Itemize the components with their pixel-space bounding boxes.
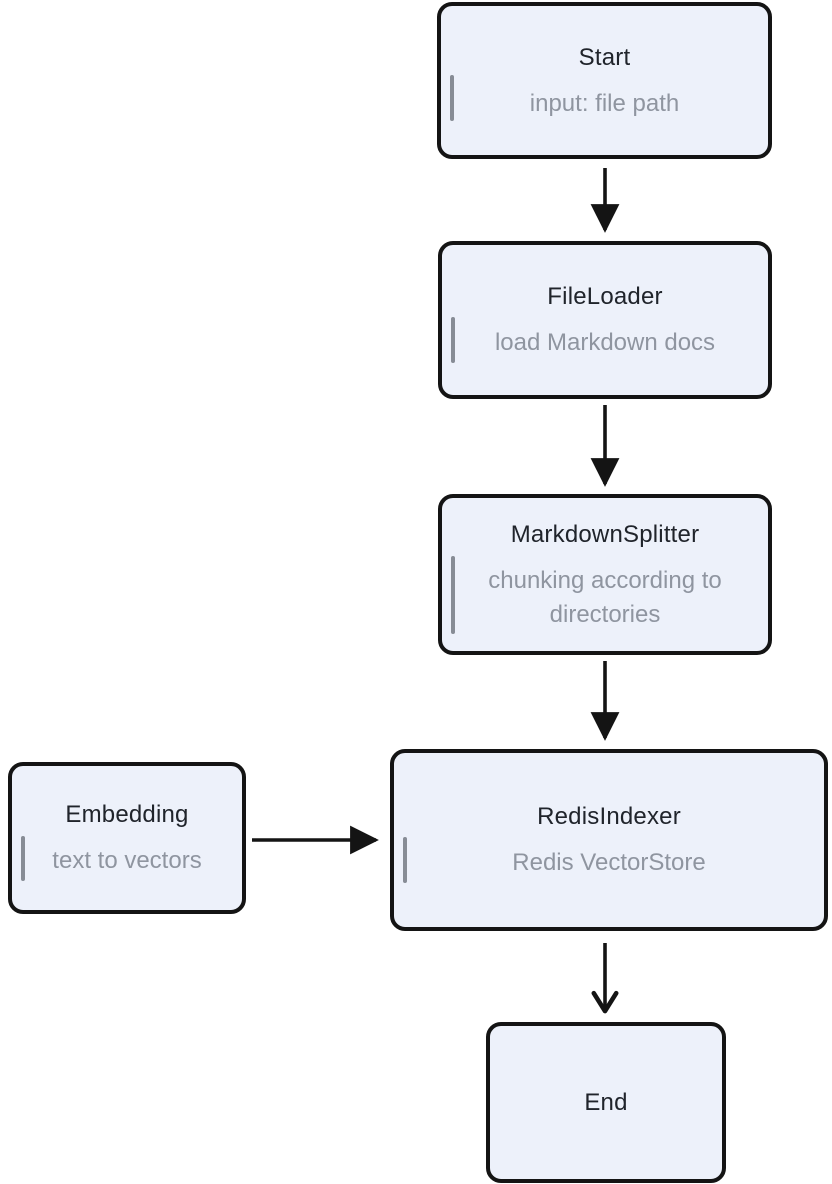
node-subtitle: load Markdown docs [494,329,716,356]
node-markdownsplitter[interactable]: MarkdownSplitter chunking according to d… [438,494,772,655]
node-redisindexer[interactable]: RedisIndexer Redis VectorStore [390,749,828,931]
node-title: FileLoader [547,283,663,310]
input-port-bar [21,836,25,881]
node-embedding[interactable]: Embedding text to vectors [8,762,246,914]
node-subtitle: chunking according to directories [488,566,722,628]
input-port-bar [403,837,407,883]
input-port-bar [450,75,454,121]
input-port-bar [451,556,455,634]
node-fileloader[interactable]: FileLoader load Markdown docs [438,241,772,399]
node-start[interactable]: Start input: file path [437,2,772,159]
node-subtitle: Redis VectorStore [512,849,706,876]
node-title: RedisIndexer [537,803,681,830]
node-subtitle: input: file path [529,89,680,117]
node-subtitle: text to vectors [52,847,202,874]
node-end[interactable]: End [486,1022,726,1183]
node-title: Embedding [65,801,189,828]
node-title: MarkdownSplitter [510,520,700,548]
input-port-bar [451,317,455,363]
node-title: Start [578,43,631,71]
node-title: End [584,1088,628,1116]
